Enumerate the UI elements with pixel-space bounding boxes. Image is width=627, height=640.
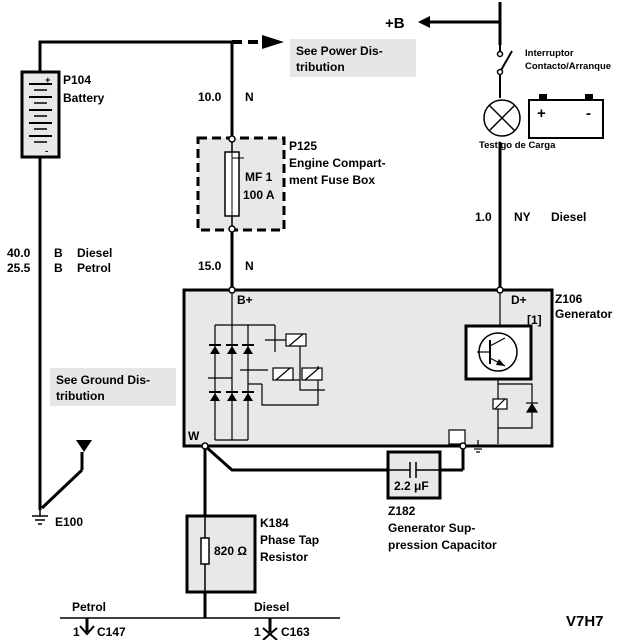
capacitor-id: Z182 [388, 504, 416, 518]
connector-petrol-id: C147 [97, 625, 126, 639]
ground-strap-wire [40, 468, 84, 510]
battery-warning-icon [528, 94, 604, 139]
ground-note-box [50, 368, 176, 406]
ground-arrow-icon [76, 440, 92, 452]
resistor-name-line2: Resistor [260, 550, 308, 564]
w-terminal [201, 442, 209, 450]
ground-note-line1: See Ground Dis- [56, 373, 150, 387]
battery-name: Battery [63, 91, 105, 105]
wire-diesel-note: Diesel [551, 210, 586, 224]
bplus-label: +B [385, 15, 405, 32]
generator-name: Generator [555, 307, 613, 321]
capacitor-name-line2: pression Capacitor [388, 538, 497, 552]
wire-batt-note-diesel: Diesel [77, 246, 112, 260]
resistor-value: 820 Ω [214, 544, 247, 558]
wire-mid-color: N [245, 259, 254, 273]
ground-id: E100 [55, 515, 83, 529]
bplus-arrow [418, 2, 502, 28]
resistor-symbol [200, 516, 210, 592]
fuse-symbol [224, 138, 244, 230]
internal-ground-icon [472, 440, 499, 453]
w-to-capacitor-wire [204, 444, 388, 472]
wire-batt-note-petrol: Petrol [77, 261, 111, 275]
ground-note-line2: tribution [56, 389, 105, 403]
battery-minus-sign: - [45, 146, 48, 157]
wire-batt-size-diesel: 40.0 [7, 246, 31, 260]
connector-petrol-pin: 1 [73, 625, 80, 639]
wire-top-color: N [245, 90, 254, 104]
lamp-battery-minus: - [586, 105, 591, 122]
resistor-name-line1: Phase Tap [260, 533, 319, 547]
wire-top-size: 10.0 [198, 90, 222, 104]
lamp-battery-plus: + [537, 105, 546, 122]
power-distribution-arrow [232, 35, 284, 49]
fuse-id: MF 1 [245, 170, 273, 184]
connector-diesel-icon [262, 627, 278, 640]
regulator-relays [272, 333, 323, 381]
excitation-circuit [492, 290, 539, 440]
power-note-box [290, 39, 416, 77]
battery-symbol [20, 70, 61, 159]
connector-diesel-id: C163 [281, 625, 310, 639]
wire-batt-size-petrol: 25.5 [7, 261, 31, 275]
fusebox-id: P125 [289, 139, 317, 153]
dplus-terminal [496, 286, 504, 294]
wire-mid-size: 15.0 [198, 259, 222, 273]
connector-diesel-label: Diesel [254, 600, 289, 614]
wires [38, 2, 502, 618]
wire-batt-color-diesel: B [54, 246, 63, 260]
generator-id: Z106 [555, 292, 583, 306]
bplus-terminal [228, 286, 236, 294]
fusebox-name-line2: ment Fuse Box [289, 173, 375, 187]
capacitor-value: 2.2 μF [394, 479, 429, 493]
wire-diesel-color: NY [514, 210, 531, 224]
switch-contact-top [496, 50, 504, 58]
generator-ref: [1] [527, 313, 542, 327]
fuse-rating: 100 A [243, 188, 275, 202]
wire-diesel-size: 1.0 [475, 210, 492, 224]
battery-plus-sign: + [45, 75, 51, 86]
ground-symbol-icon [32, 510, 48, 525]
connector-petrol-icon [79, 625, 95, 636]
capacitor-connector-block [448, 429, 466, 445]
power-note-line1: See Power Dis- [296, 44, 383, 58]
fuse-terminal-bottom [228, 225, 236, 233]
switch-label-line1: Interruptor [525, 48, 574, 59]
battery-top-wire [38, 40, 234, 138]
regulator-transistor [464, 324, 533, 381]
warning-lamp-symbol [483, 99, 521, 137]
wire-batt-color-petrol: B [54, 261, 63, 275]
fuse-terminal-top [228, 135, 236, 143]
rectifier-diodes [209, 344, 254, 401]
generator-terminal-bplus: B+ [237, 293, 253, 307]
connector-petrol-label: Petrol [72, 600, 106, 614]
diagram-code: V7H7 [566, 613, 604, 630]
generator-terminal-dplus: D+ [511, 293, 527, 307]
generator-terminal-w: W [188, 429, 200, 443]
capacitor-terminal [459, 442, 467, 450]
battery-id: P104 [63, 73, 91, 87]
capacitor-symbol [388, 462, 463, 478]
capacitor-name-line1: Generator Sup- [388, 521, 475, 535]
lamp-label: Testigo de Carga [479, 140, 556, 151]
switch-contact-bottom [496, 68, 504, 76]
resistor-box [185, 514, 257, 594]
fusebox-name-line1: Engine Compart- [289, 156, 386, 170]
capacitor-box [386, 450, 442, 500]
resistor-id: K184 [260, 516, 289, 530]
connector-diesel-pin: 1 [254, 625, 261, 639]
fusebox-outline [196, 136, 286, 232]
switch-label-line2: Contacto/Arranque [525, 61, 611, 72]
power-note-line2: tribution [296, 60, 345, 74]
